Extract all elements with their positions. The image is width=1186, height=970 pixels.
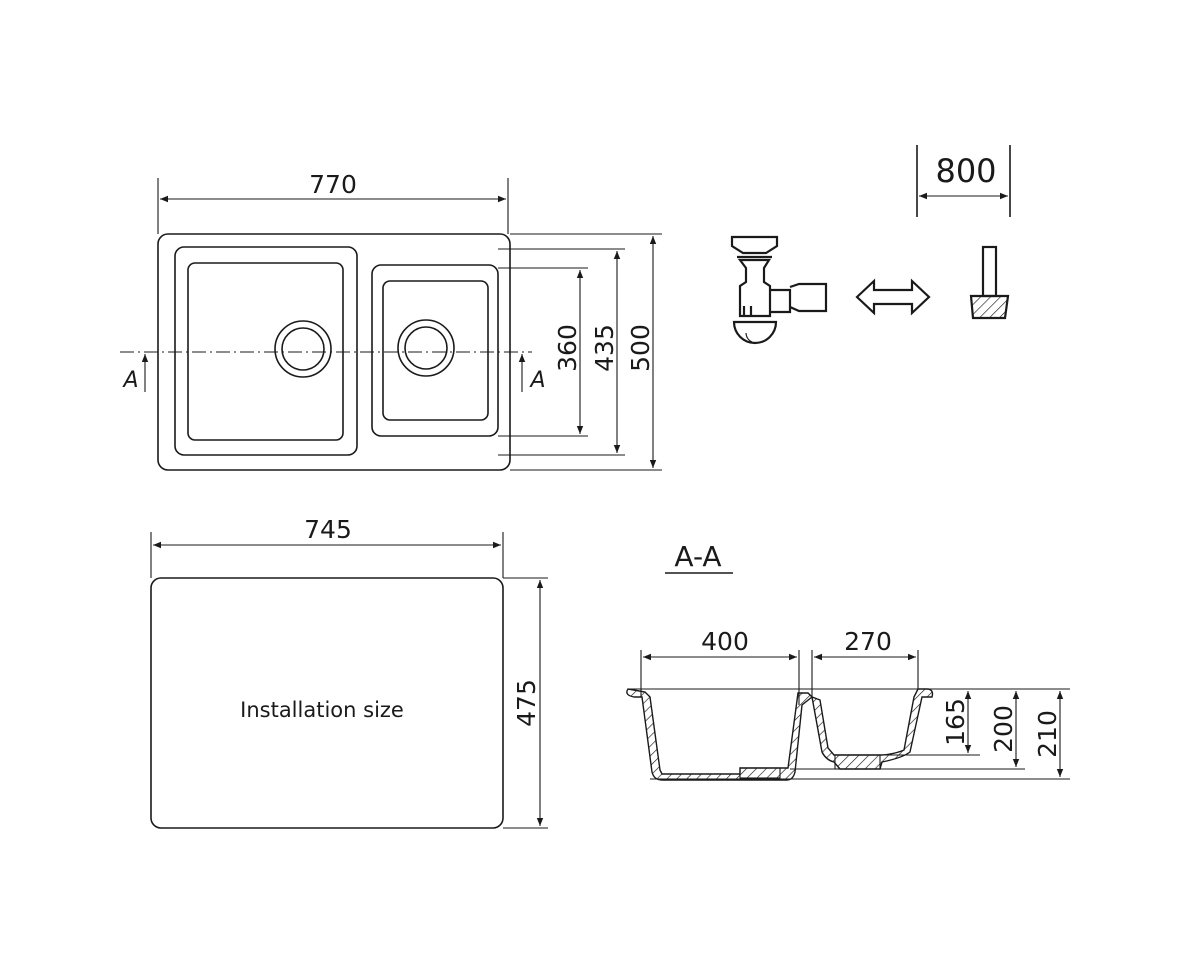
- drain-small-icon: [397, 319, 455, 377]
- section-view: A-A 400 270 165 200 210: [626, 540, 1070, 781]
- section-marker-left: A: [121, 368, 138, 393]
- small-bowl-section: [811, 688, 934, 770]
- depth-dim-500: 500: [626, 324, 655, 372]
- faucet-icon: [969, 245, 1010, 320]
- drain-large-icon: [274, 320, 332, 378]
- depth-200: 200: [989, 705, 1018, 753]
- bowl-width-400: 400: [701, 627, 749, 656]
- top-view: A A 770 360 435 500: [120, 170, 662, 471]
- siphon-icon: [730, 235, 828, 345]
- installation-width-dim: 745: [304, 515, 352, 544]
- double-arrow-icon: [855, 278, 931, 316]
- installation-view: Installation size 745 475: [150, 515, 548, 829]
- depth-dim-360: 360: [553, 324, 582, 372]
- cabinet-dim: 800: [935, 152, 996, 190]
- siphon-section: 800: [730, 145, 1011, 345]
- installation-depth-dim: 475: [512, 679, 541, 727]
- large-bowl-rim: [174, 246, 358, 456]
- cutout-outline: [150, 577, 504, 829]
- width-dim: 770: [309, 170, 357, 199]
- depth-210: 210: [1033, 710, 1062, 758]
- small-bowl-rim: [371, 264, 499, 437]
- small-bowl: [382, 280, 489, 421]
- depth-165: 165: [941, 698, 970, 746]
- installation-label: Installation size: [240, 698, 404, 722]
- section-title: A-A: [674, 540, 721, 573]
- section-marker-right: A: [528, 368, 545, 393]
- large-bowl-section: [626, 688, 814, 781]
- bowl-width-270: 270: [844, 627, 892, 656]
- depth-dim-435: 435: [590, 324, 619, 372]
